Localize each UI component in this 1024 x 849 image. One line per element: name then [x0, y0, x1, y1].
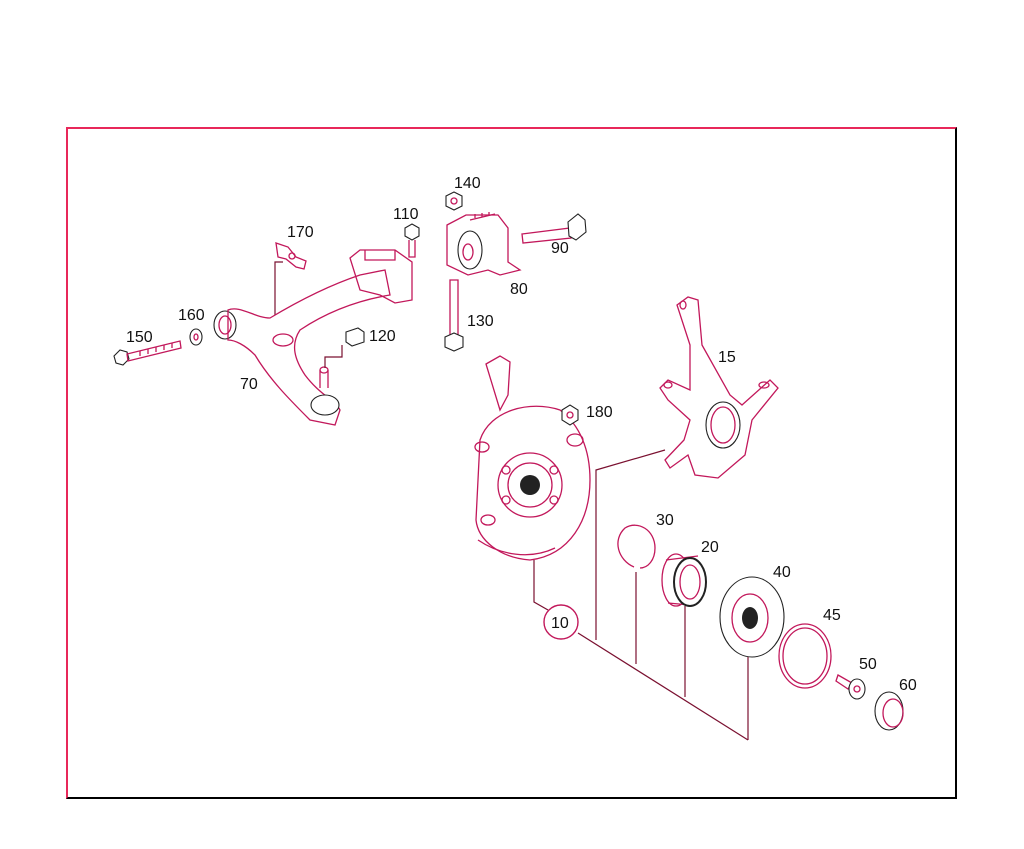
label-110[interactable]: 110 [393, 206, 419, 223]
label-80[interactable]: 80 [510, 281, 528, 298]
part-bushing-mount [349, 249, 413, 304]
part-20-wheel-bearing[interactable] [661, 553, 707, 607]
part-170-bracket[interactable] [274, 242, 307, 315]
label-150[interactable]: 150 [126, 329, 153, 346]
part-120-nut[interactable] [345, 327, 365, 347]
part-90-bolt[interactable] [521, 213, 587, 244]
part-10-knuckle-assembly[interactable] [474, 355, 591, 561]
part-130-bolt[interactable] [444, 279, 464, 352]
part-80-mount[interactable] [446, 212, 522, 276]
assembly-circle [543, 604, 579, 640]
label-170[interactable]: 170 [287, 224, 314, 241]
part-180-nut[interactable] [561, 404, 579, 426]
label-120[interactable]: 120 [369, 328, 396, 345]
label-60[interactable]: 60 [899, 677, 917, 694]
label-40[interactable]: 40 [773, 564, 791, 581]
part-15-steering-knuckle[interactable] [659, 296, 779, 479]
part-50-collar-bolt[interactable] [835, 674, 866, 700]
label-15[interactable]: 15 [718, 349, 736, 366]
label-20[interactable]: 20 [701, 539, 719, 556]
label-140[interactable]: 140 [454, 175, 481, 192]
part-30-circlip[interactable] [617, 524, 656, 569]
label-50[interactable]: 50 [859, 656, 877, 673]
part-110-bolt[interactable] [404, 223, 420, 258]
label-180[interactable]: 180 [586, 404, 613, 421]
label-30[interactable]: 30 [656, 512, 674, 529]
label-130[interactable]: 130 [467, 313, 494, 330]
assembly-leader-lines [533, 449, 749, 741]
part-40-wheel-hub[interactable] [719, 576, 785, 658]
part-160-washer[interactable] [189, 328, 203, 346]
label-10[interactable]: 10 [551, 615, 569, 632]
part-60-cap[interactable] [874, 691, 904, 731]
label-45[interactable]: 45 [823, 607, 841, 624]
label-160[interactable]: 160 [178, 307, 205, 324]
part-labels: 170 110 140 90 80 160 150 120 130 70 15 … [126, 175, 917, 694]
part-45-sensor-ring[interactable] [778, 623, 832, 689]
label-70[interactable]: 70 [240, 376, 258, 393]
part-140-nut[interactable] [445, 191, 463, 211]
diagram-frame [66, 127, 957, 799]
part-70-control-arm[interactable] [213, 269, 391, 426]
label-90[interactable]: 90 [551, 240, 569, 257]
part-150-bolt[interactable] [113, 340, 182, 366]
